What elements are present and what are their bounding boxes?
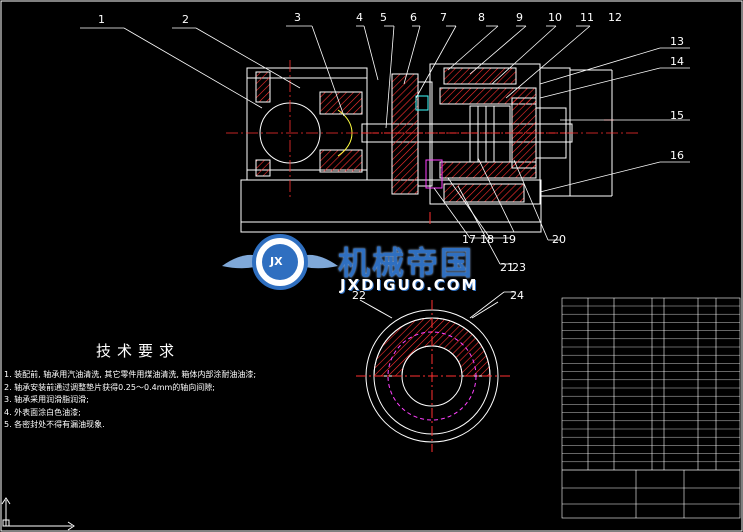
parts-list-table <box>561 297 741 519</box>
tech-requirement-item: 3. 轴承采用润滑脂润滑; <box>4 395 89 404</box>
watermark-cn: 机械帝国 <box>338 244 475 282</box>
part-label-10: 10 <box>548 11 562 24</box>
part-label-7: 7 <box>440 11 447 24</box>
part-label-14: 14 <box>670 55 684 68</box>
part-label-6: 6 <box>410 11 417 24</box>
tech-requirements-title: 技术要求 <box>96 342 181 360</box>
tech-requirement-item: 2. 轴承安装前通过调整垫片获得0.25～0.4mm的轴向间隙; <box>4 382 215 392</box>
part-label-5: 5 <box>380 11 387 24</box>
watermark-emblem <box>222 234 338 290</box>
part-label-17: 17 <box>462 233 476 246</box>
section-view <box>356 299 510 452</box>
watermark-emblem-text: JX <box>270 255 283 268</box>
tech-requirement-item: 5. 各密封处不得有漏油现象. <box>4 420 105 429</box>
tech-requirement-item: 1. 装配前, 轴承用汽油清洗, 其它零件用煤油清洗, 箱体内部涂耐油油漆; <box>4 370 257 379</box>
watermark-en: JXDIGUO.COM <box>340 276 479 294</box>
part-label-19: 19 <box>502 233 516 246</box>
parts-list-rows <box>562 305 740 471</box>
part-label-4: 4 <box>356 11 363 24</box>
part-label-8: 8 <box>478 11 485 24</box>
tech-requirement-item: 4. 外表面涂白色油漆; <box>4 407 81 417</box>
part-label-24: 24 <box>510 289 524 302</box>
part-label-13: 13 <box>670 35 684 48</box>
part-label-12: 12 <box>608 11 622 24</box>
leader-lines <box>80 25 690 319</box>
part-label-2: 2 <box>182 13 189 26</box>
ucs-axis-icon <box>1 497 75 531</box>
part-label-22: 22 <box>352 289 366 302</box>
part-label-15: 15 <box>670 109 684 122</box>
part-label-9: 9 <box>516 11 523 24</box>
part-label-21: 21 <box>500 261 514 274</box>
part-label-11: 11 <box>580 11 594 24</box>
part-label-3: 3 <box>294 11 301 24</box>
main-section-view <box>226 60 640 233</box>
part-label-1: 1 <box>98 13 105 26</box>
part-label-18: 18 <box>480 233 494 246</box>
part-label-20: 20 <box>552 233 566 246</box>
part-label-16: 16 <box>670 149 684 162</box>
part-label-23: 23 <box>512 261 526 274</box>
